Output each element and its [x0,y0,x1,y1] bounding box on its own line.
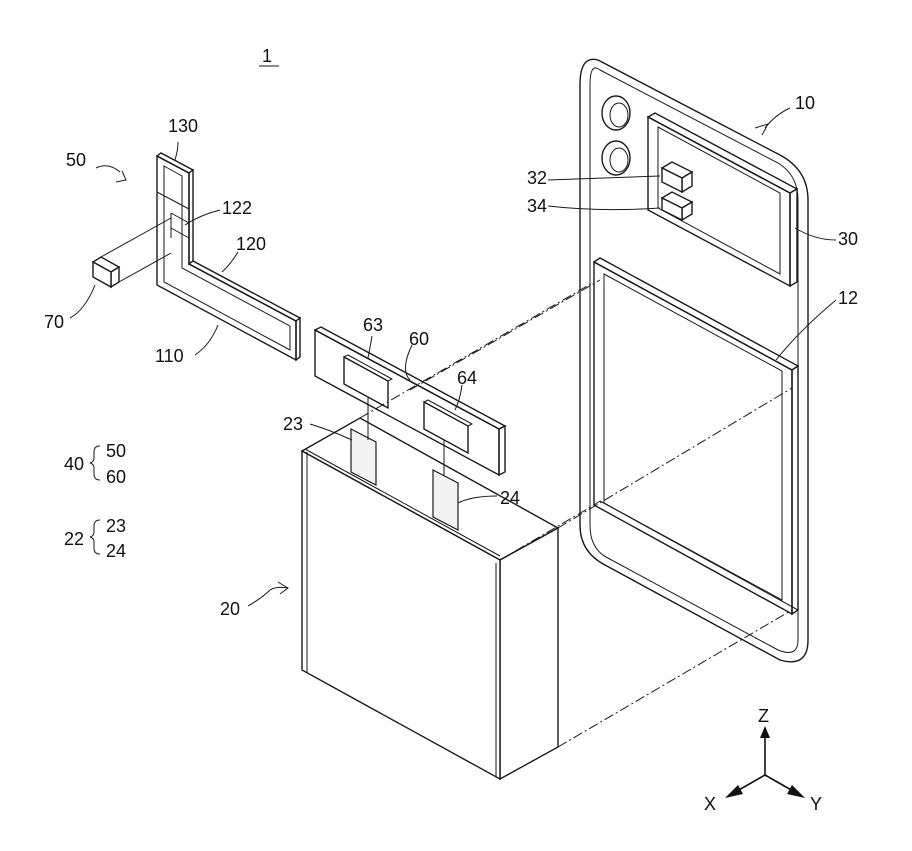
label-segment-122: 122 [222,198,252,218]
battery-pack [302,418,558,779]
label-component-32: 32 [527,168,547,188]
legend-group-22: 22 23 24 [64,516,126,561]
label-tab-23: 23 [283,414,303,434]
label-battery: 20 [220,599,240,619]
camera-components [662,162,692,220]
legend-22-label: 22 [64,529,84,549]
label-flex-board: 50 [66,150,86,170]
label-connector: 70 [44,312,64,332]
camera-lenses [602,96,630,175]
axis-z-label: Z [758,706,769,726]
label-segment-110: 110 [155,346,184,366]
label-pad-63: 63 [363,315,383,335]
figure-number: 1 [262,46,272,66]
device-housing [580,59,808,661]
connector [93,218,171,287]
display-panel [594,258,798,614]
label-camera-module: 30 [838,229,858,249]
legend-group-40: 40 50 60 [64,441,126,487]
legend-22-member-2: 24 [106,541,126,561]
legend-22-member-1: 23 [106,516,126,536]
axis-x-label: X [704,794,716,814]
legend-40-label: 40 [64,454,84,474]
label-pad-64: 64 [457,368,477,388]
legend-40-member-1: 50 [106,441,126,461]
label-pcm-board: 60 [409,329,429,349]
label-display: 12 [838,288,858,308]
label-device: 10 [795,93,815,113]
label-segment-130: 130 [168,116,198,136]
axis-triad: Z X Y [704,706,822,814]
label-segment-120: 120 [236,234,266,254]
axis-y-label: Y [810,794,822,814]
legend-40-member-2: 60 [106,467,126,487]
label-tab-24: 24 [500,488,520,508]
label-component-34: 34 [527,196,547,216]
flex-board [157,153,300,360]
